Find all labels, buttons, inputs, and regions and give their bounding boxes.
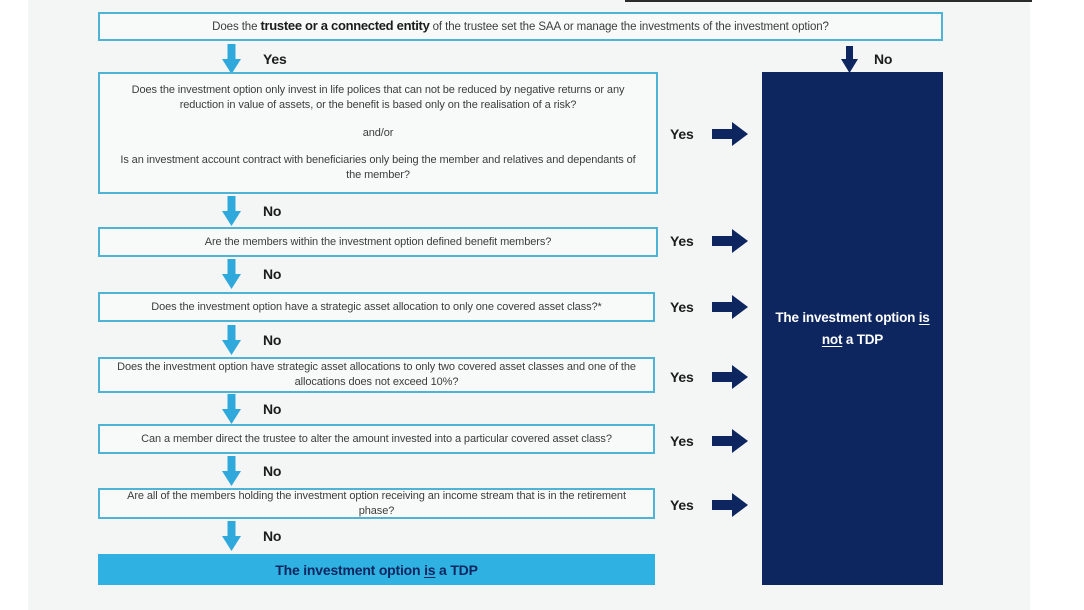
branch-yes-6: Yes — [670, 490, 748, 520]
question-defined-benefit: Are the members within the investment op… — [98, 227, 658, 257]
branch-no-4: No — [222, 394, 281, 424]
branch-no-6: No — [222, 521, 281, 551]
result-is-tdp: The investment option is a TDP — [98, 554, 655, 585]
top-border-line — [625, 0, 1032, 2]
branch-no-top: No — [841, 44, 892, 74]
branch-no-3: No — [222, 325, 281, 355]
question-connector: and/or — [362, 126, 394, 139]
branch-label-yes: Yes — [670, 233, 694, 249]
branch-label-no: No — [263, 528, 282, 544]
branch-label-no: No — [263, 401, 282, 417]
question-trustee-saa: Does the trustee or a connected entity o… — [98, 12, 943, 41]
branch-label-yes: Yes — [670, 433, 694, 449]
question-two-asset-classes: Does the investment option have strategi… — [98, 357, 655, 393]
branch-yes-5: Yes — [670, 426, 748, 456]
question-life-policies-part1: Does the investment option only invest i… — [131, 83, 625, 111]
down-arrow-icon — [222, 521, 241, 551]
branch-label-yes: Yes — [670, 497, 694, 513]
question-one-asset-class: Does the investment option have a strate… — [98, 292, 655, 322]
branch-yes-4: Yes — [670, 362, 748, 392]
underline-is: is — [424, 561, 436, 578]
right-arrow-icon — [711, 122, 748, 146]
question-retirement-phase: Are all of the members holding the inves… — [98, 488, 655, 519]
branch-label-no: No — [263, 463, 282, 479]
result-not-tdp: The investment option is not a TDP — [762, 72, 943, 585]
branch-yes-top: Yes — [222, 44, 287, 74]
branch-yes-2: Yes — [670, 226, 748, 256]
branch-yes-1: Yes — [670, 119, 748, 149]
underline-not: not — [821, 331, 843, 347]
branch-label-no: No — [263, 266, 282, 282]
down-arrow-icon — [841, 45, 858, 73]
right-arrow-icon — [711, 493, 748, 517]
question-life-policies-part2: Is an investment account contract with b… — [120, 154, 636, 182]
branch-label-yes: Yes — [263, 51, 287, 67]
branch-label-no: No — [874, 51, 893, 67]
branch-label-no: No — [263, 203, 282, 219]
branch-no-2: No — [222, 259, 281, 289]
question-member-direct: Can a member direct the trustee to alter… — [98, 424, 655, 454]
right-arrow-icon — [711, 295, 748, 319]
down-arrow-icon — [222, 456, 241, 486]
right-arrow-icon — [711, 365, 748, 389]
branch-no-5: No — [222, 456, 281, 486]
branch-label-yes: Yes — [670, 126, 694, 142]
question-life-policies: Does the investment option only invest i… — [98, 72, 658, 194]
right-arrow-icon — [711, 229, 748, 253]
branch-label-yes: Yes — [670, 299, 694, 315]
down-arrow-icon — [222, 259, 241, 289]
branch-no-1: No — [222, 196, 281, 226]
bold-trustee-connected-entity: trustee or a connected entity — [260, 18, 430, 34]
branch-yes-3: Yes — [670, 292, 748, 322]
down-arrow-icon — [222, 196, 241, 226]
down-arrow-icon — [222, 394, 241, 424]
question-trustee-saa-text: Does the trustee or a connected entity o… — [212, 18, 829, 34]
branch-label-yes: Yes — [670, 369, 694, 385]
right-arrow-icon — [711, 429, 748, 453]
branch-label-no: No — [263, 332, 282, 348]
down-arrow-icon — [222, 44, 241, 74]
underline-is: is — [918, 309, 930, 325]
down-arrow-icon — [222, 325, 241, 355]
